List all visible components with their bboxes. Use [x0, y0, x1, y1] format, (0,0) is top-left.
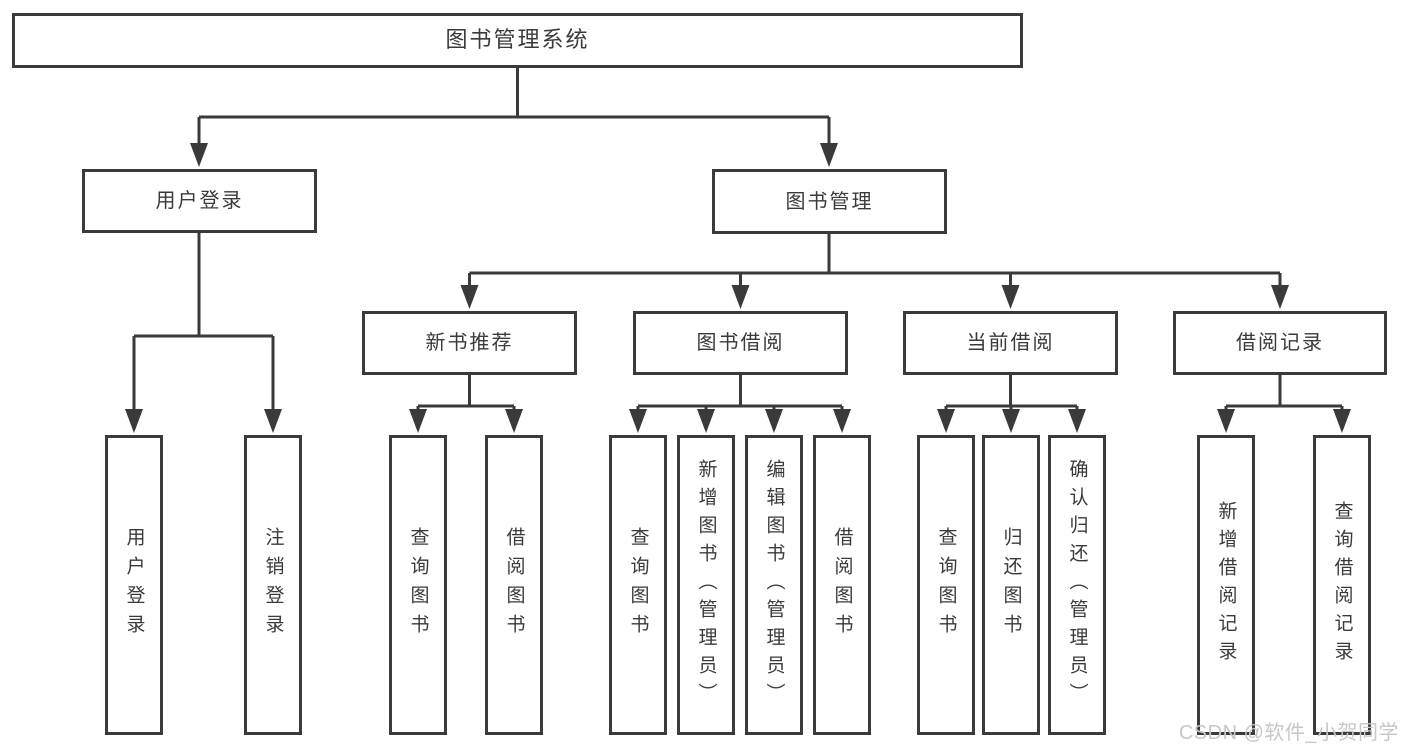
- node-label: 用户登录: [123, 527, 145, 643]
- leaf-query-books-borrow: 查询图书: [609, 435, 667, 735]
- node-label: 归还图书: [1000, 527, 1022, 643]
- connector-records-to-leaves: [1224, 375, 1344, 412]
- leaf-confirm-return-admin: 确认归还（管理员）: [1048, 435, 1106, 735]
- connector-borrowmgmt-to-leaves: [636, 375, 844, 412]
- node-label: 新增图书（管理员）: [695, 459, 717, 711]
- l3-node-borrow-records: 借阅记录: [1173, 311, 1387, 375]
- node-label: 借阅图书: [503, 527, 525, 643]
- l2-node-user-login: 用户登录: [82, 169, 317, 233]
- leaf-user-login: 用户登录: [105, 435, 163, 735]
- connector-current-to-leaves: [944, 375, 1079, 412]
- node-label: 借阅记录: [1236, 332, 1324, 354]
- node-label: 确认归还（管理员）: [1066, 459, 1088, 711]
- node-label: 查询借阅记录: [1331, 501, 1353, 669]
- connector-recommend-to-leaves: [416, 375, 516, 412]
- node-label: 编辑图书（管理员）: [763, 459, 785, 711]
- leaf-query-books-current: 查询图书: [917, 435, 975, 735]
- leaf-return-book: 归还图书: [982, 435, 1040, 735]
- l3-node-current-borrow: 当前借阅: [903, 311, 1118, 375]
- leaf-borrow-books-recommend: 借阅图书: [485, 435, 543, 735]
- connector-login-to-leaves: [132, 233, 275, 411]
- leaf-logout: 注销登录: [244, 435, 302, 735]
- node-label: 新增借阅记录: [1215, 501, 1237, 669]
- node-label: 查询图书: [407, 527, 429, 643]
- l2-node-book-management: 图书管理: [712, 169, 947, 234]
- watermark: CSDN @软件_小贺同学: [1178, 722, 1399, 744]
- node-label: 用户登录: [155, 190, 244, 212]
- l3-node-new-book-recommend: 新书推荐: [362, 311, 577, 375]
- root-node-system: 图书管理系统: [12, 13, 1023, 68]
- node-label: 图书管理: [785, 190, 874, 213]
- leaf-add-book-admin: 新增图书（管理员）: [677, 435, 735, 735]
- leaf-query-books-recommend: 查询图书: [389, 435, 447, 735]
- leaf-edit-book-admin: 编辑图书（管理员）: [745, 435, 803, 735]
- node-label: 注销登录: [262, 527, 284, 643]
- leaf-add-borrow-record: 新增借阅记录: [1197, 435, 1255, 735]
- node-label: 图书借阅: [696, 332, 785, 354]
- node-label: 借阅图书: [831, 527, 853, 643]
- node-label: 新书推荐: [425, 332, 514, 354]
- connector-root-to-level2: [197, 68, 831, 145]
- l3-node-book-borrow: 图书借阅: [633, 311, 848, 375]
- leaf-query-borrow-record: 查询借阅记录: [1313, 435, 1371, 735]
- node-label: 查询图书: [935, 527, 957, 643]
- connector-management-to-level3: [468, 234, 1282, 287]
- node-label: 查询图书: [627, 527, 649, 643]
- node-label: 当前借阅: [966, 332, 1055, 354]
- leaf-borrow-books: 借阅图书: [813, 435, 871, 735]
- node-label: 图书管理系统: [445, 27, 590, 53]
